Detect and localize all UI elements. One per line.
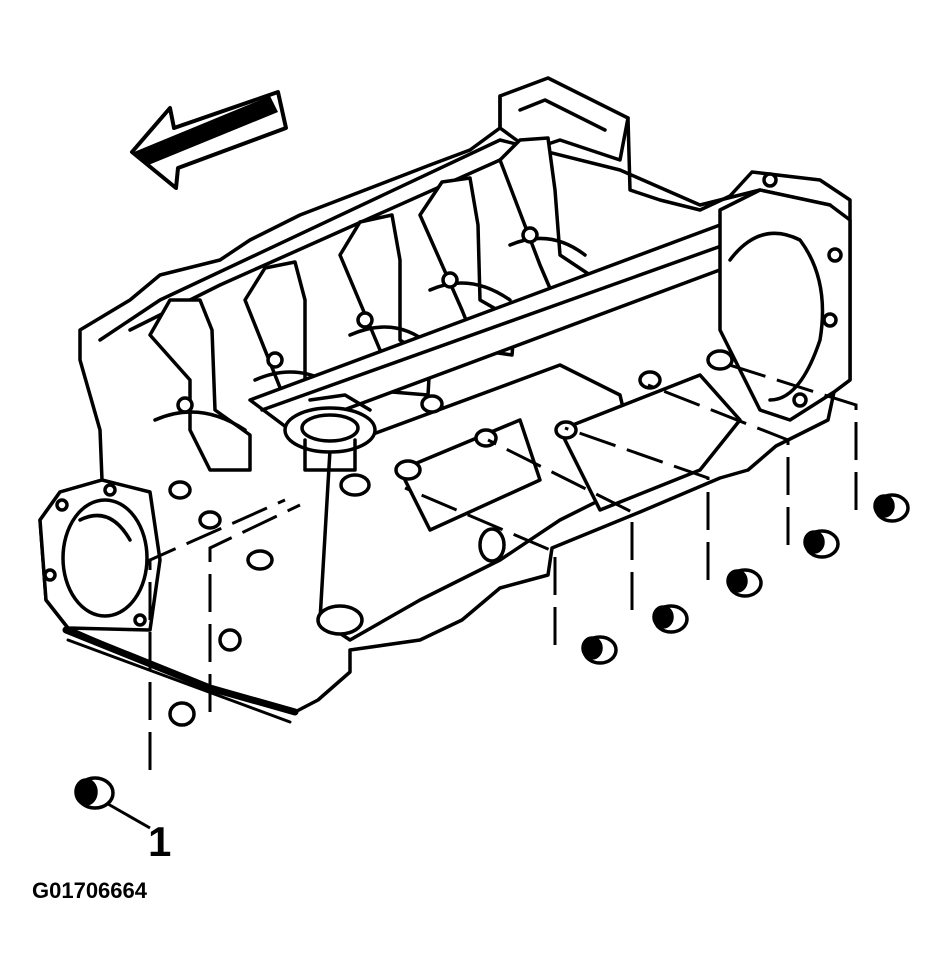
plug-3 (581, 635, 618, 665)
plug-6 (803, 529, 840, 559)
plug-5 (726, 568, 763, 598)
plug-1 (74, 776, 115, 810)
callout-leader (107, 802, 151, 830)
plug-2 (168, 701, 196, 727)
plug-7 (873, 493, 910, 523)
engine-block (38, 76, 852, 724)
callout-number: 1 (148, 818, 172, 865)
front-direction-arrow (130, 90, 288, 190)
plug-bolt-icon (74, 493, 910, 810)
plug-4 (652, 604, 689, 634)
leader-lines (148, 360, 858, 770)
figure-id: G01706664 (32, 878, 147, 903)
